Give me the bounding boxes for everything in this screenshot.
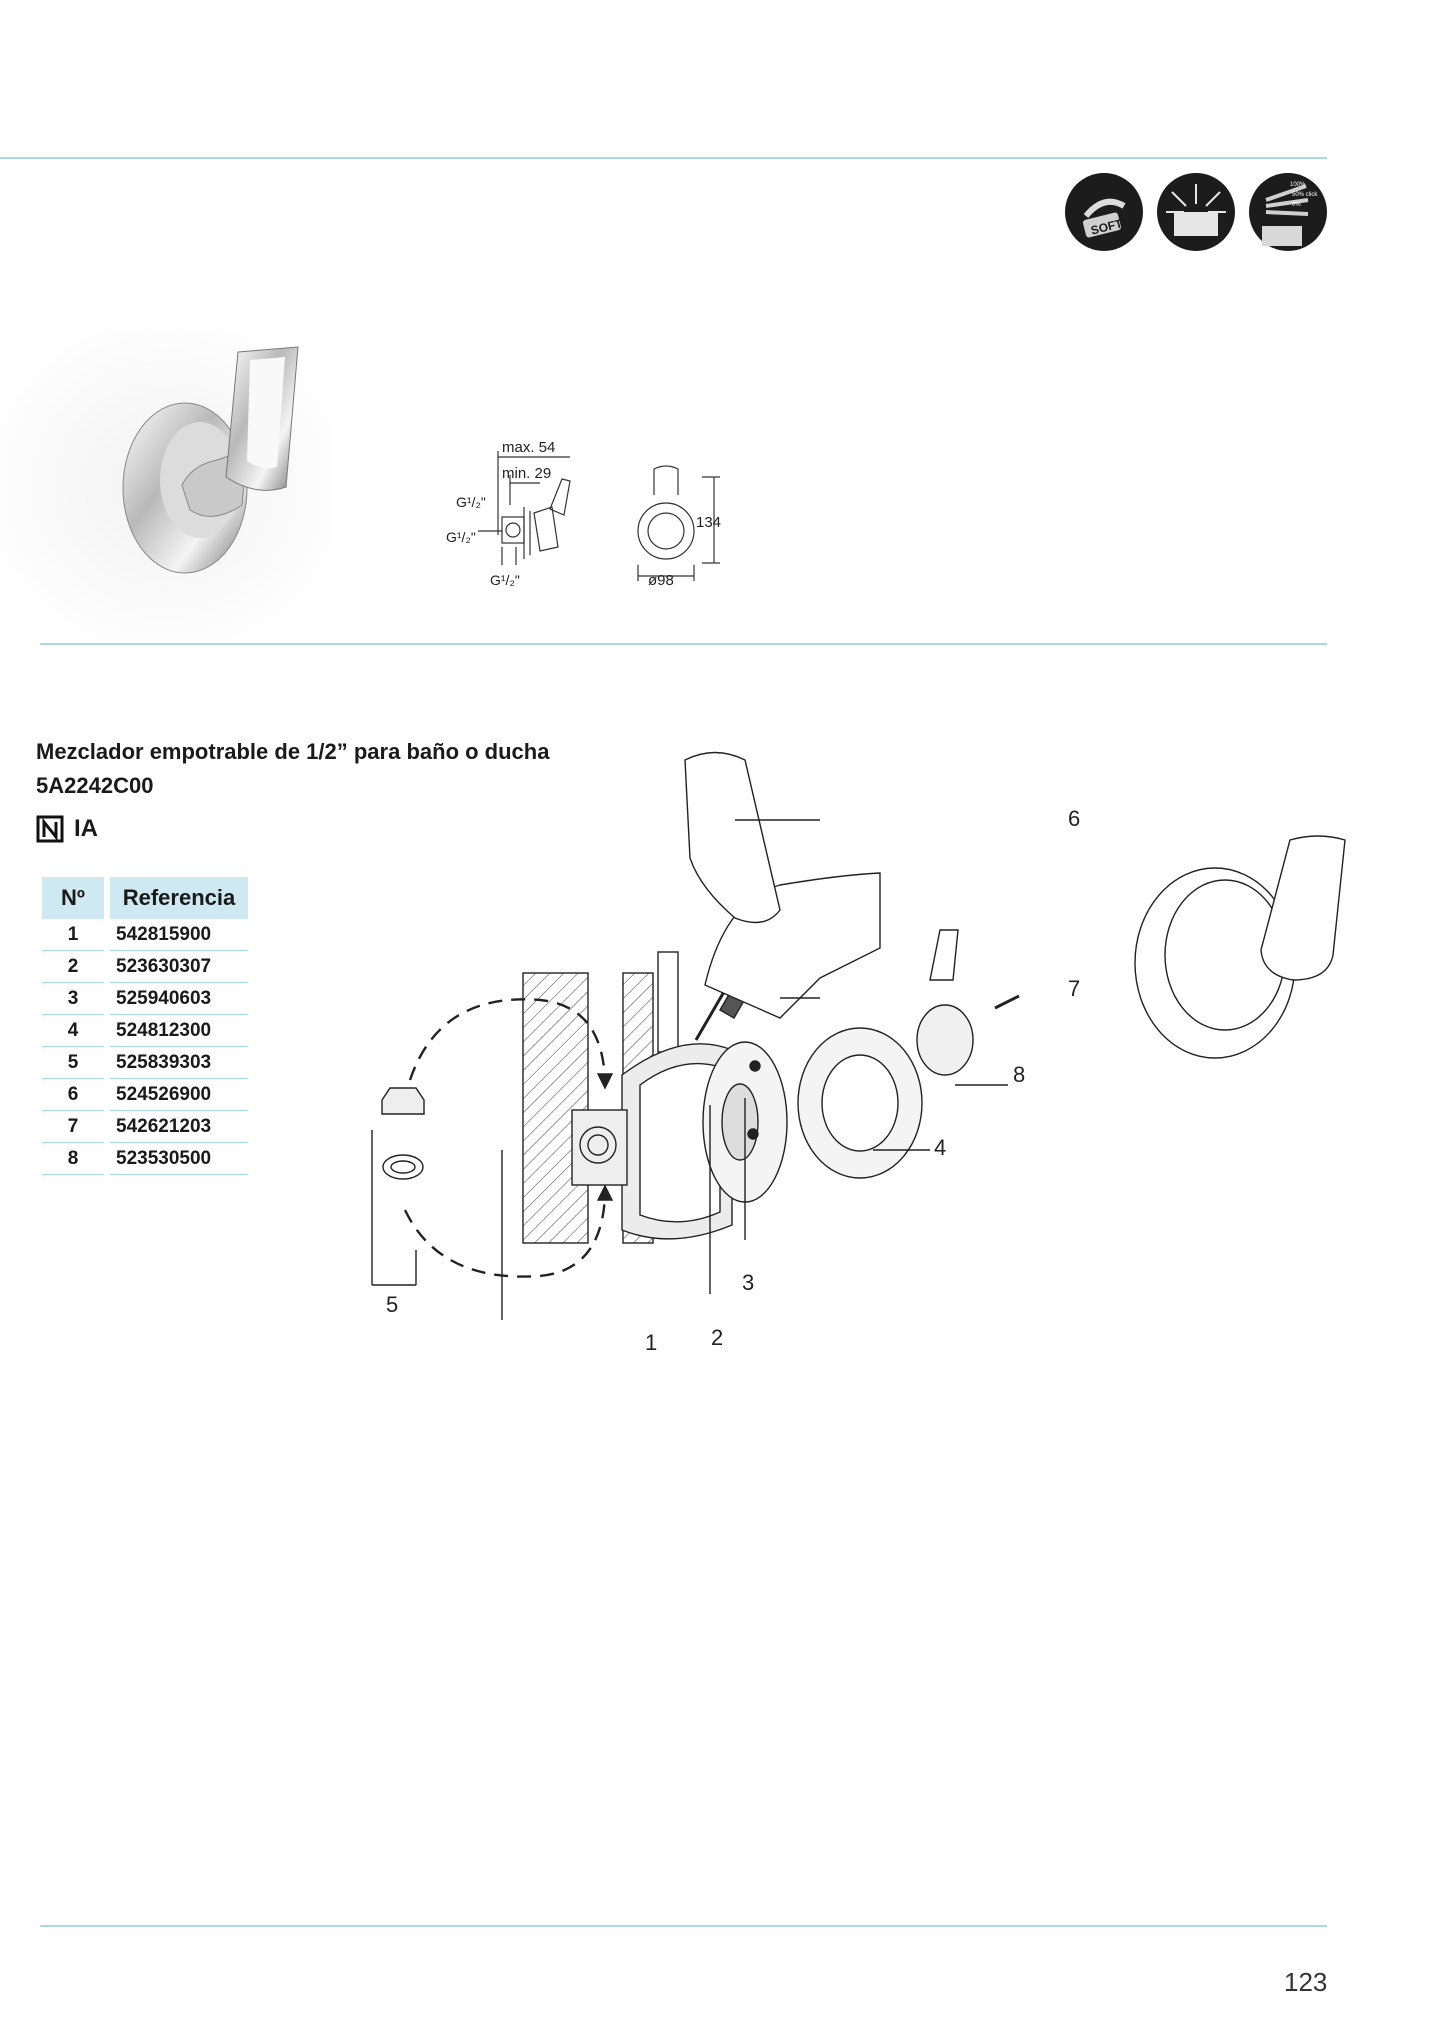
- row-reference: 542815900: [110, 919, 248, 951]
- row-number: 5: [42, 1047, 104, 1079]
- eco-label-bot: 0%: [1292, 202, 1301, 208]
- callout-1: 1: [645, 1330, 657, 1355]
- header-no: Nº: [42, 877, 104, 919]
- badge-label: IA: [74, 815, 98, 842]
- row-reference: 523630307: [110, 951, 248, 983]
- feature-icons: SOFT 100% 50% click 0%: [1065, 173, 1327, 251]
- product-title-block: Mezclador empotrable de 1/2” para baño o…: [36, 735, 549, 803]
- eco-click-icon: 100% 50% click 0%: [1249, 173, 1327, 251]
- dim-max: max. 54: [502, 439, 555, 456]
- dim-g-top: G¹/₂": [456, 494, 486, 510]
- row-reference: 524526900: [110, 1079, 248, 1111]
- row-number: 2: [42, 951, 104, 983]
- installation-badge: IA: [36, 815, 98, 843]
- dim-height: 134: [696, 514, 721, 531]
- page-number: 123: [1284, 1967, 1328, 1997]
- row-reference: 542621203: [110, 1111, 248, 1143]
- dim-diameter: ø98: [648, 572, 674, 589]
- dim-g-bot: G¹/₂": [490, 572, 520, 588]
- callout-5: 5: [386, 1292, 398, 1317]
- dim-g-mid: G¹/₂": [446, 529, 476, 545]
- exploded-assembly-diagram: 6 7 8 4 3 5 1 2: [371, 751, 1346, 1355]
- row-number: 3: [42, 983, 104, 1015]
- eco-label-mid: 50% click: [1292, 192, 1318, 198]
- row-number: 7: [42, 1111, 104, 1143]
- row-reference: 525839303: [110, 1047, 248, 1079]
- header-ref: Referencia: [110, 877, 248, 919]
- dim-min: min. 29: [502, 465, 551, 482]
- row-number: 8: [42, 1143, 104, 1175]
- eco-label-top: 100%: [1290, 182, 1306, 188]
- row-number: 6: [42, 1079, 104, 1111]
- cleaning-icon: [1157, 173, 1235, 251]
- top-divider: [0, 157, 1327, 159]
- middle-divider: [40, 643, 1327, 645]
- product-photo: [0, 330, 330, 640]
- row-reference: 525940603: [110, 983, 248, 1015]
- callout-7: 7: [1068, 976, 1080, 1001]
- callout-4: 4: [934, 1135, 946, 1160]
- row-reference: 523530500: [110, 1143, 248, 1175]
- callout-2: 2: [711, 1325, 723, 1350]
- callout-3: 3: [742, 1270, 754, 1295]
- row-number: 4: [42, 1015, 104, 1047]
- n-square-icon: [36, 815, 64, 843]
- table-header-row: Nº Referencia: [42, 877, 248, 919]
- callout-6: 6: [1068, 806, 1080, 831]
- bottom-divider: [40, 1925, 1327, 1927]
- product-title: Mezclador empotrable de 1/2” para baño o…: [36, 739, 550, 764]
- soft-icon: SOFT: [1065, 173, 1143, 251]
- product-code: 5A2242C00: [36, 773, 154, 798]
- dimension-drawing: max. 54 min. 29 G¹/₂" G¹/₂" G¹/₂" 134 ø9…: [446, 439, 721, 589]
- row-reference: 524812300: [110, 1015, 248, 1047]
- row-number: 1: [42, 919, 104, 951]
- callout-8: 8: [1013, 1062, 1025, 1087]
